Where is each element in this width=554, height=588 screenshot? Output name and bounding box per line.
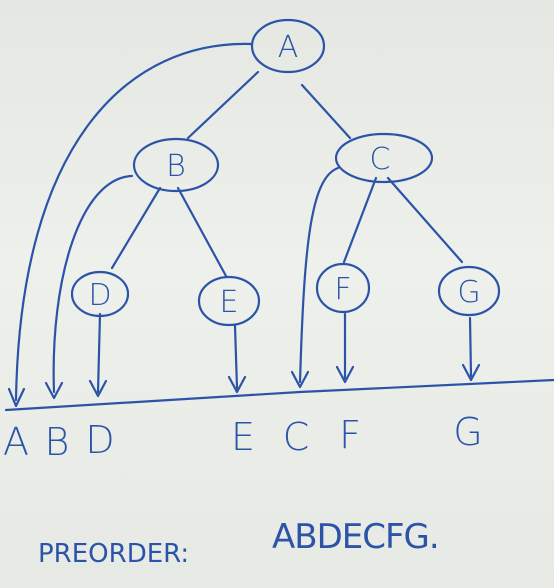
baseline-letter-C: C <box>283 415 310 459</box>
edge-B-D <box>110 186 162 270</box>
baseline <box>4 378 554 412</box>
baseline-letter-B: B <box>45 420 70 464</box>
edge-A-B <box>186 70 260 140</box>
arrow-G-head <box>461 363 481 382</box>
arrow-E-head <box>227 375 247 394</box>
node-D-label: D <box>88 278 111 313</box>
arrow-A <box>14 42 254 402</box>
node-B-label: B <box>166 149 186 184</box>
edge-C-F <box>342 176 378 264</box>
arrow-D <box>96 312 102 394</box>
arrow-C <box>298 166 340 384</box>
edge-C-G <box>386 176 464 264</box>
baseline-letter-E: E <box>231 415 255 459</box>
node-A: A <box>250 18 326 74</box>
arrow-C-head <box>290 370 310 389</box>
arrow-B <box>52 174 134 394</box>
node-D: D <box>70 270 130 318</box>
edge-A-C <box>300 83 352 140</box>
node-F-label: F <box>334 272 351 307</box>
arrow-E <box>233 324 239 390</box>
arrow-A-head <box>7 387 26 408</box>
node-C: C <box>334 132 434 184</box>
node-E-label: E <box>220 285 239 320</box>
preorder-label: PREORDER: <box>38 539 189 569</box>
baseline-letter-F: F <box>339 413 361 457</box>
baseline-letter-A: A <box>3 420 29 464</box>
node-C-label: C <box>370 142 391 177</box>
arrow-G <box>468 316 473 378</box>
arrow-F-head <box>335 365 355 384</box>
node-G: G <box>437 265 501 317</box>
node-G-label: G <box>457 275 480 310</box>
arrow-B-head <box>44 381 64 400</box>
node-A-label: A <box>278 30 299 65</box>
node-F: F <box>315 262 371 314</box>
node-B: B <box>132 137 220 193</box>
edge-B-E <box>176 186 228 278</box>
node-E: E <box>197 275 261 327</box>
preorder-sequence: ABDECFG. <box>272 517 439 557</box>
baseline-letter-D: D <box>85 418 114 462</box>
baseline-letter-G: G <box>453 410 482 454</box>
arrow-D-head <box>88 379 108 398</box>
